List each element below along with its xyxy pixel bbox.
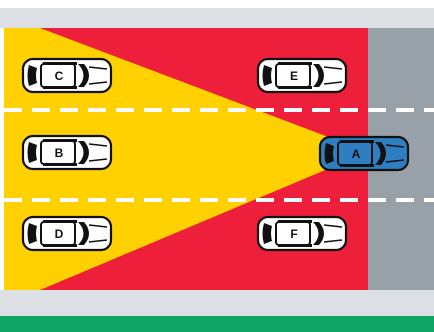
side-window <box>340 164 374 167</box>
lane-dash <box>144 198 162 202</box>
side-window <box>278 62 312 65</box>
car-label: B <box>55 146 64 160</box>
lane-dash <box>32 198 50 202</box>
lane-dash <box>88 108 106 112</box>
side-window <box>43 220 77 223</box>
car-label: F <box>290 227 297 241</box>
lane-dash <box>284 108 302 112</box>
rear-window <box>263 223 273 244</box>
lane-dash <box>228 108 246 112</box>
lane-dash <box>32 108 50 112</box>
lane-dash <box>172 108 190 112</box>
lane-dash <box>340 108 358 112</box>
side-window <box>43 86 77 89</box>
lane-dash <box>256 198 274 202</box>
lane-dash <box>4 108 22 112</box>
side-window <box>43 139 77 142</box>
lane-dash <box>60 108 78 112</box>
rear-window <box>28 65 38 86</box>
top-strip <box>0 0 434 8</box>
lane-dash <box>368 198 386 202</box>
lane-dash <box>116 198 134 202</box>
lane-dash <box>312 198 330 202</box>
lane-dash <box>144 108 162 112</box>
lane-dash <box>228 198 246 202</box>
lane-dash <box>88 198 106 202</box>
bottom-curb <box>0 290 434 316</box>
side-window <box>278 220 312 223</box>
side-window <box>278 244 312 247</box>
car-c: C <box>23 59 111 92</box>
side-window <box>278 86 312 89</box>
rear-window <box>325 143 335 164</box>
grass-strip <box>0 316 434 332</box>
lane-dash <box>424 198 434 202</box>
lane-dash <box>4 198 22 202</box>
lane-dash <box>60 198 78 202</box>
rear-window <box>28 223 38 244</box>
lane-dash <box>172 198 190 202</box>
lane-dash <box>116 108 134 112</box>
side-window <box>340 140 374 143</box>
car-label: D <box>55 227 64 241</box>
lane-dash <box>368 108 386 112</box>
lane-dash <box>256 108 274 112</box>
rear-window <box>28 142 38 163</box>
side-window <box>43 163 77 166</box>
side-window <box>43 62 77 65</box>
lane-dash <box>200 108 218 112</box>
top-curb <box>0 8 434 28</box>
car-label: A <box>352 147 361 161</box>
lane-dash <box>312 108 330 112</box>
rear-window <box>263 65 273 86</box>
lane-dash <box>284 198 302 202</box>
lane-dash <box>396 198 414 202</box>
lane-dash <box>200 198 218 202</box>
car-d: D <box>23 217 111 250</box>
lane-dash <box>396 108 414 112</box>
car-e: E <box>258 59 346 92</box>
lane-dash <box>340 198 358 202</box>
lane-dash <box>424 108 434 112</box>
car-f: F <box>258 217 346 250</box>
car-b: B <box>23 136 111 169</box>
car-a: A <box>320 137 408 170</box>
side-window <box>43 244 77 247</box>
car-label: E <box>290 69 298 83</box>
car-label: C <box>55 69 64 83</box>
